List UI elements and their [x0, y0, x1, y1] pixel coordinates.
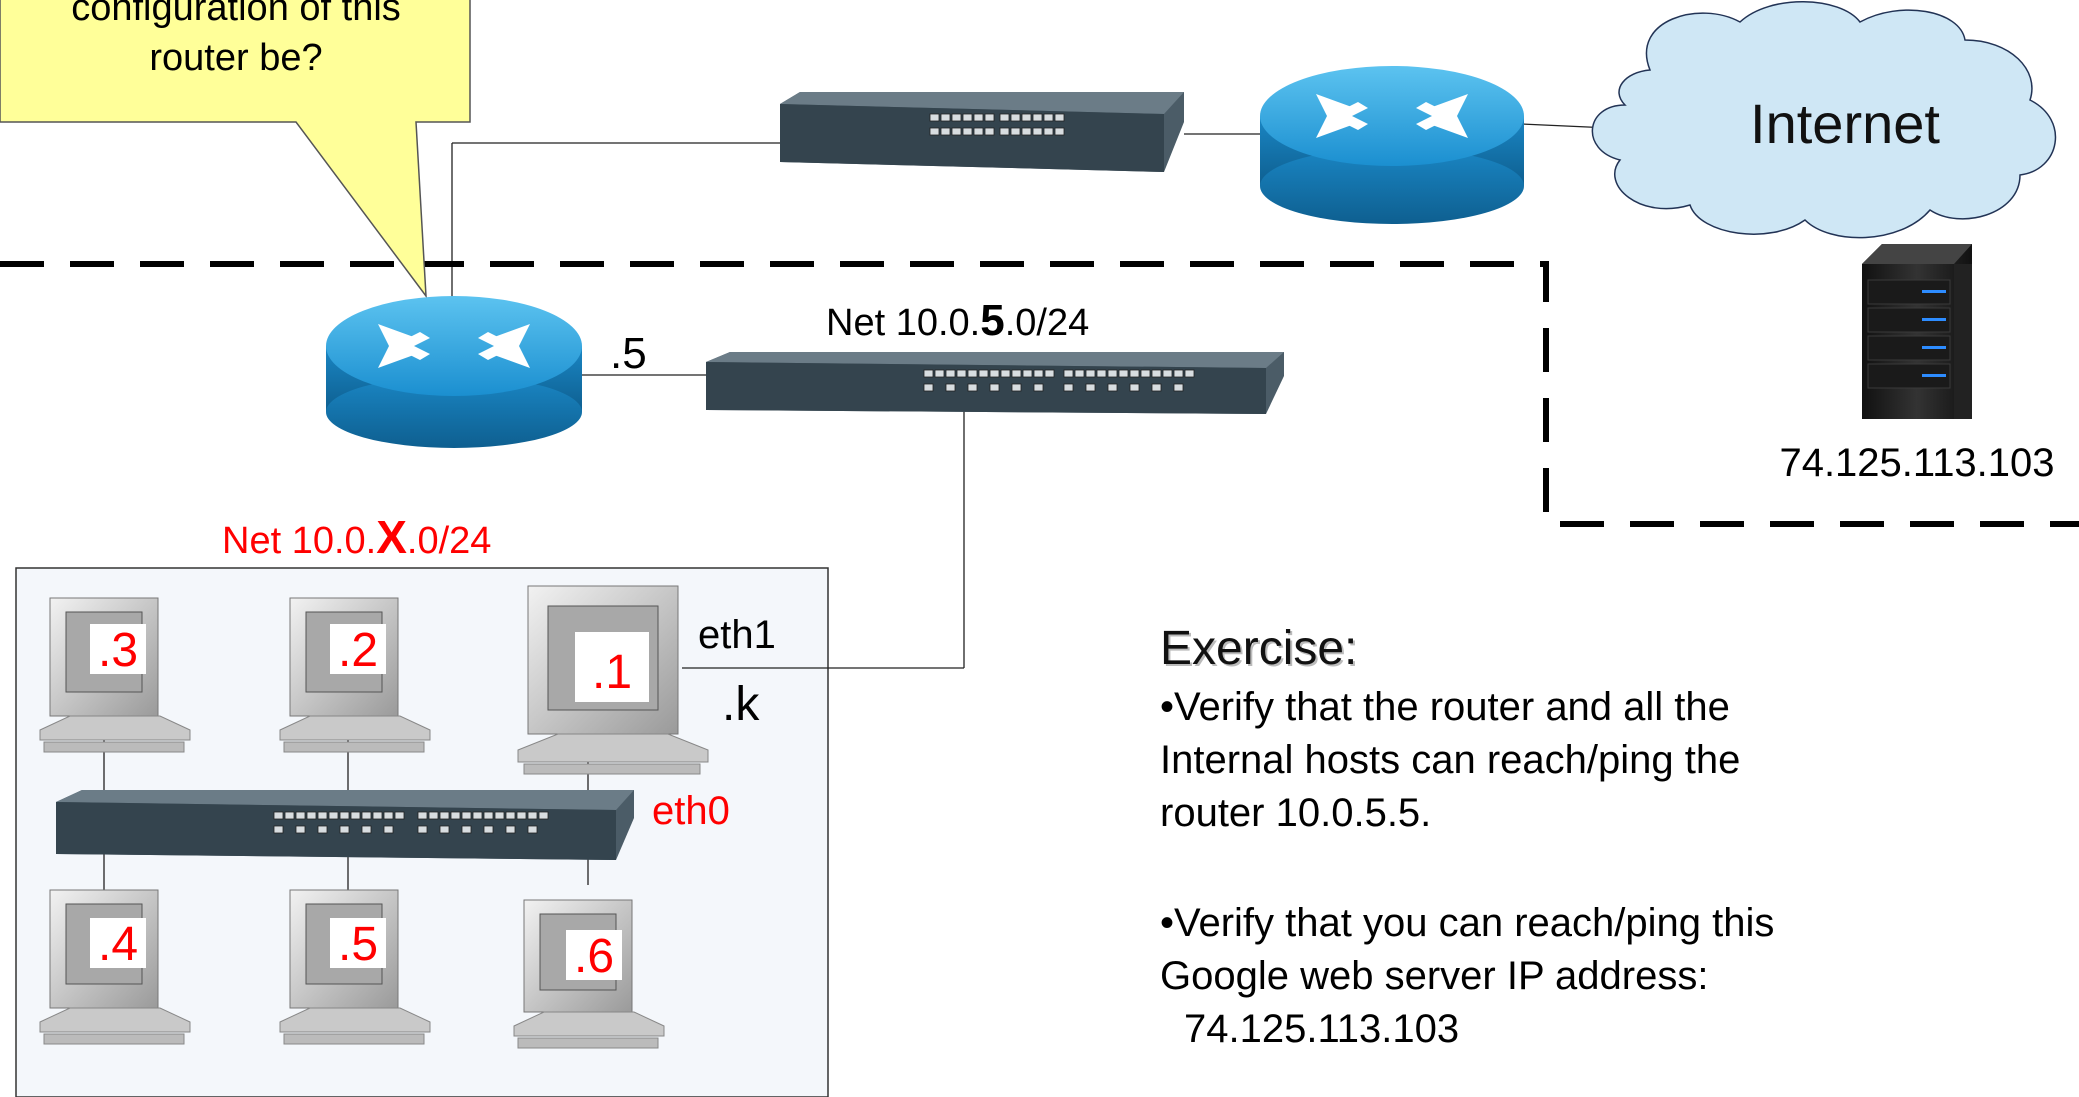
- netx-label: Net 10.0.X.0/24: [222, 511, 491, 563]
- lan-switch: [56, 790, 634, 860]
- eth0-label: eth0: [652, 789, 730, 833]
- host-label-6: .6: [574, 930, 614, 983]
- exercise-text-block: Exercise: Exercise: •Verify that the rou…: [1160, 622, 1774, 1051]
- dashed-boundary: [0, 261, 2079, 527]
- host-label-box-5: [330, 918, 386, 968]
- host-label-box-4: [90, 918, 146, 968]
- callout-text-line1: configuration of this: [71, 0, 401, 29]
- server-ip-label: 74.125.113.103: [1779, 441, 2054, 485]
- exercise-title-shadow: Exercise:: [1162, 624, 1359, 677]
- router-iface-label: .5: [610, 329, 647, 378]
- host-label-2: .2: [338, 624, 378, 677]
- host-label-5: .5: [338, 918, 378, 971]
- exercise-line-4: •Verify that you can reach/ping this: [1160, 901, 1774, 945]
- internet-label: Internet: [1750, 92, 1940, 155]
- host-label-3: .3: [98, 624, 138, 677]
- exercise-line-6: 74.125.113.103: [1184, 1007, 1459, 1051]
- host-label-4: .4: [98, 918, 138, 971]
- callout-box: [0, 0, 471, 299]
- middle-switch: [706, 352, 1284, 414]
- internet-cloud-icon: [1591, 1, 2057, 239]
- exercise-line-1: •Verify that the router and all the: [1160, 685, 1730, 729]
- server-icon: [1862, 244, 1972, 419]
- host-label-box-6: [566, 930, 622, 980]
- exercise-title: Exercise:: [1160, 622, 1357, 675]
- top-switch: [780, 92, 1184, 172]
- callout-text-line2: router be?: [149, 37, 322, 79]
- exercise-line-2: Internal hosts can reach/ping the: [1160, 738, 1740, 782]
- host-label-box-1: [575, 632, 649, 702]
- host-label-box-2: [330, 624, 386, 674]
- host-label-1: .1: [592, 646, 632, 699]
- eth1-label: eth1: [698, 613, 776, 657]
- net5-label: Net 10.0.5.0/24: [826, 296, 1089, 345]
- exercise-line-3: router 10.0.5.5.: [1160, 791, 1431, 835]
- exercise-line-5: Google web server IP address:: [1160, 954, 1708, 998]
- router-left-icon: [326, 296, 582, 448]
- router-top-right-icon: [1260, 66, 1524, 224]
- k-label: .k: [722, 678, 760, 731]
- host-label-box-3: [90, 624, 146, 674]
